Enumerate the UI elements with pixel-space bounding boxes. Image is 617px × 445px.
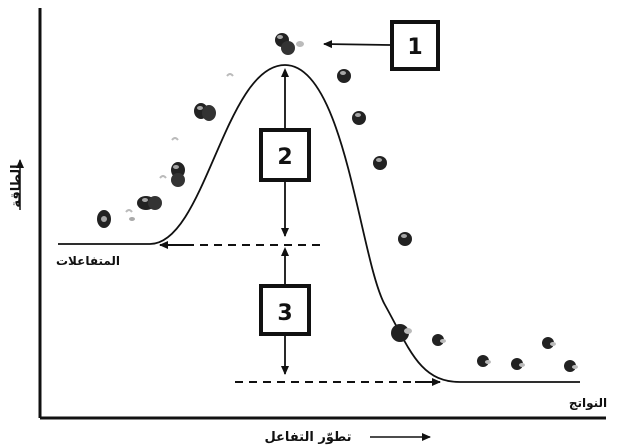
- reactants-label: المتفاعلات: [56, 254, 120, 268]
- marker-box-3: 3: [259, 284, 311, 336]
- molecule-icon: [511, 358, 525, 370]
- molecule-icon: [194, 103, 216, 121]
- box-1-pointer-arrow: [323, 40, 391, 49]
- molecule-icon: [477, 355, 491, 367]
- molecule-wisp: [171, 137, 179, 141]
- molecule-icon: [97, 210, 135, 228]
- molecule-icon: [432, 334, 446, 346]
- marker-box-1-label: 1: [407, 35, 422, 60]
- energy-curve: [58, 64, 580, 383]
- molecule-icon: [398, 232, 412, 246]
- molecule-wisp: [226, 73, 234, 77]
- products-label: النواتج: [569, 396, 607, 411]
- molecule-icon: [352, 111, 366, 125]
- molecule-illustrations: [97, 33, 578, 372]
- y-axis-label: الطاقة: [9, 164, 24, 207]
- molecule-icon: [337, 69, 351, 83]
- marker-box-1: 1: [390, 20, 440, 71]
- x-axis-label: تطوّر التفاعل: [264, 430, 351, 445]
- molecule-wisp: [159, 175, 167, 179]
- molecule-icon: [137, 196, 162, 210]
- transition-state-molecule: [275, 33, 304, 55]
- molecule-icon: [373, 156, 387, 170]
- molecule-icon: [391, 324, 412, 342]
- molecule-icon: [542, 337, 556, 349]
- molecule-wisp: [125, 209, 133, 213]
- marker-box-3-label: 3: [277, 301, 292, 326]
- marker-box-2: 2: [259, 128, 311, 182]
- marker-box-2-label: 2: [277, 145, 292, 170]
- molecule-icon: [171, 162, 185, 187]
- molecule-icon: [564, 360, 578, 372]
- axes: [16, 8, 606, 441]
